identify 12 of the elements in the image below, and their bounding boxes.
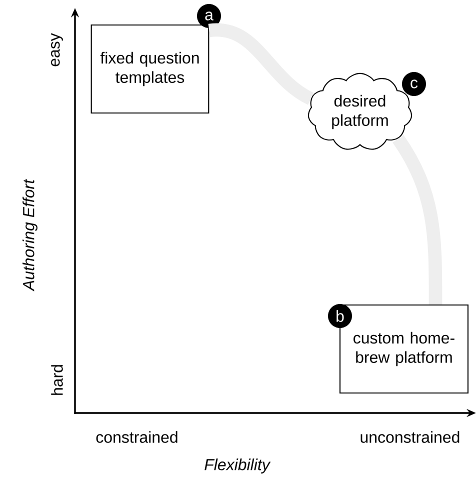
- letter-badge: a: [197, 4, 221, 28]
- letter-badge: b: [328, 304, 352, 328]
- text-box: fixed question templates: [90, 24, 210, 114]
- frontier-curve: [208, 23, 314, 105]
- axis-label: easy: [51, 33, 63, 66]
- letter-badge: c: [402, 72, 426, 96]
- axis-label: unconstrained: [360, 431, 460, 443]
- axis-title: Authoring Effort: [22, 178, 38, 292]
- axis-title: Flexibility: [204, 458, 271, 474]
- frontier-curve: [392, 135, 442, 304]
- axis-label: hard: [51, 365, 63, 395]
- axis-label: constrained: [96, 431, 178, 443]
